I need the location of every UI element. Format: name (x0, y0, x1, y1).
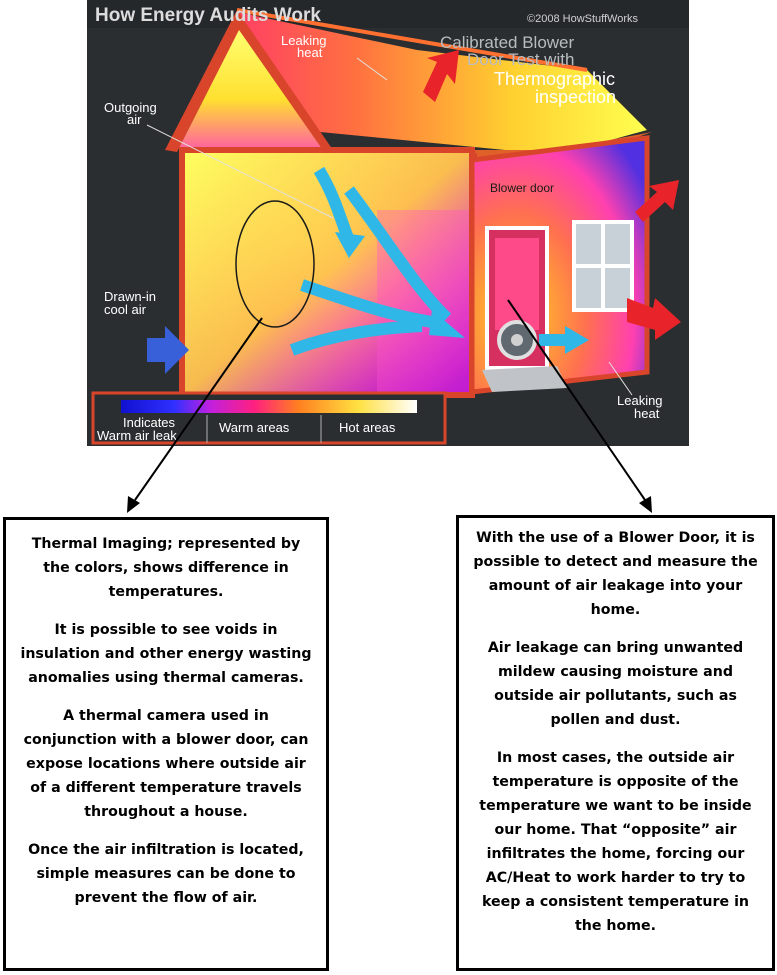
gable (179, 30, 327, 156)
credit-text: ©2008 HowStuffWorks (527, 13, 639, 25)
thermal-imaging-textbox: Thermal Imaging; represented by the colo… (3, 517, 329, 971)
drawn-in-label-1: Drawn-in (104, 289, 156, 304)
roof-ridge (236, 8, 588, 72)
subtitle-line-2: Door Test with (467, 50, 574, 69)
title-text: How Energy Audits Work (95, 5, 321, 26)
roof-trim (165, 10, 337, 160)
leaking-heat-top-leader (356, 57, 388, 81)
right-paragraph: Air leakage can bring unwanted mildew ca… (487, 640, 744, 728)
drawn-in-label-2: cool air (104, 302, 147, 317)
left-paragraph: Once the air infiltration is located, si… (28, 842, 304, 906)
blower-door-panel (495, 238, 539, 330)
blower-fan-hub (511, 334, 523, 346)
outgoing-air-arrow-head (335, 232, 365, 258)
left-paragraph: It is possible to see voids in insulatio… (20, 622, 312, 686)
highlight-ellipse (235, 200, 315, 328)
front-wall-inner-panel (377, 210, 469, 392)
right-paragraph: With the use of a Blower Door, it is pos… (473, 530, 758, 618)
left-connector-head (127, 496, 140, 513)
subtitle-line-3: Thermographic (494, 69, 615, 89)
subtitle-line-1: Calibrated Blower (440, 33, 575, 52)
right-paragraph: In most cases, the outside air temperatu… (479, 750, 752, 934)
blower-door-label: Blower door (490, 181, 554, 195)
air-arrow-1 (344, 186, 452, 323)
leaking-heat-arrow-side-top (635, 180, 679, 222)
legend-hot-areas: Hot areas (339, 420, 396, 435)
leaking-heat-right-label-2: heat (634, 406, 660, 421)
air-arrow-2 (300, 279, 433, 328)
air-arrow-3 (289, 320, 423, 356)
door-step (482, 366, 567, 392)
legend-gradient-bar (121, 400, 417, 413)
air-arrow-1-head (429, 310, 465, 338)
right-connector-head (639, 496, 652, 513)
legend-warm-areas: Warm areas (219, 420, 290, 435)
leaking-heat-arrow-roof (423, 50, 459, 102)
left-paragraph: A thermal camera used in conjunction wit… (23, 708, 309, 820)
side-wall-frame (469, 135, 650, 395)
outgoing-air-label-2: air (127, 112, 142, 127)
title-band (87, 0, 689, 28)
outgoing-air-leader (146, 124, 334, 219)
left-paragraph: Thermal Imaging; represented by the colo… (31, 536, 301, 600)
energy-audit-illustration: How Energy Audits Work ©2008 HowStuffWor… (87, 0, 689, 446)
outgoing-air-label-1: Outgoing (104, 100, 157, 115)
subtitle-line-4: inspection (535, 87, 616, 107)
leaking-heat-top-label-1: Leaking (281, 33, 327, 48)
legend-indicates-line-2: Warm air leak (97, 428, 177, 443)
blower-door-textbox: With the use of a Blower Door, it is pos… (456, 515, 775, 971)
leaking-heat-top-label-2: heat (297, 45, 323, 60)
